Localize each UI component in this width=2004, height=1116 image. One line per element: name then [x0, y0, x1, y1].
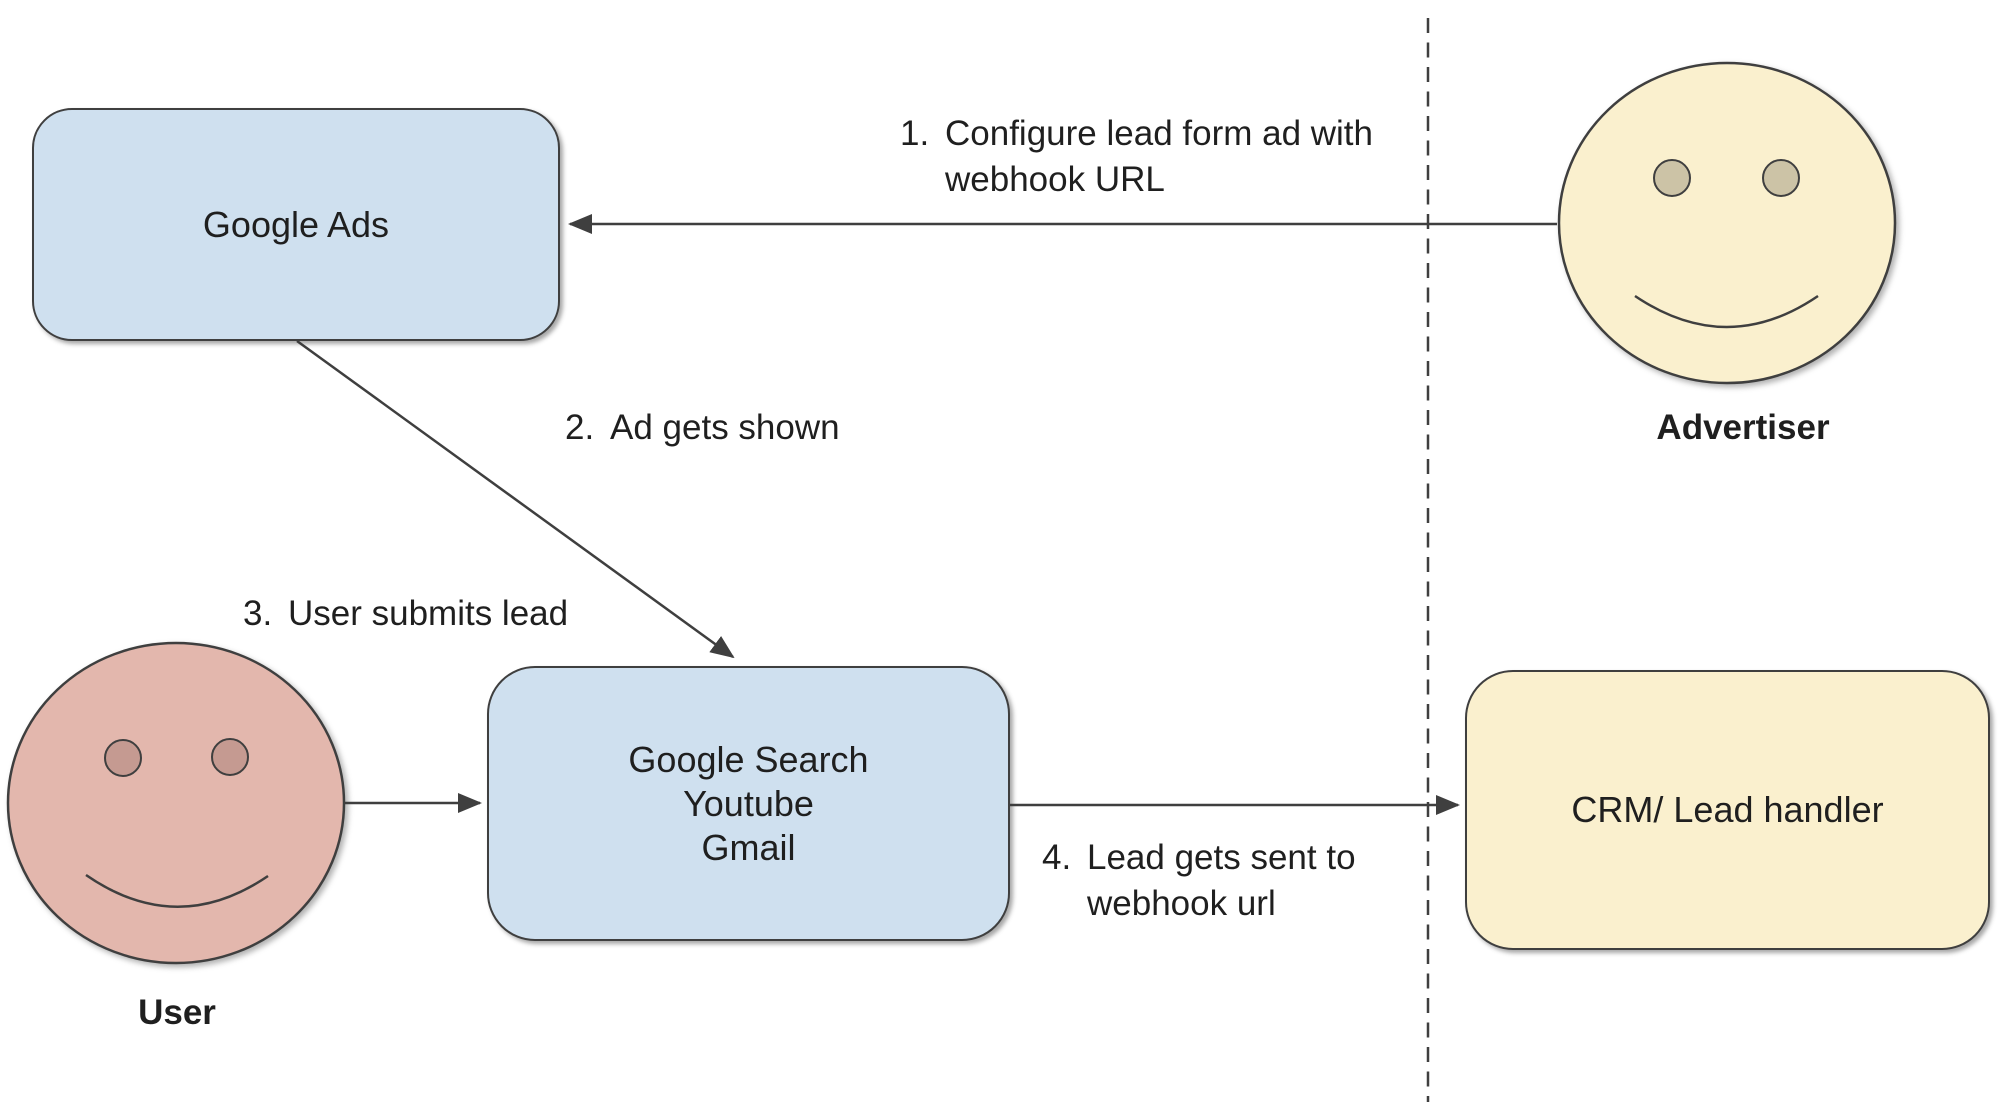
- google-ads-label: Google Ads: [202, 203, 390, 245]
- step-2-label: 2. Ad gets shown: [565, 405, 840, 451]
- step-4-number: 4.: [1042, 838, 1072, 877]
- platforms-line-google-search: Google Search: [628, 738, 869, 780]
- user-left-eye-icon: [104, 739, 142, 777]
- user-head: [6, 641, 346, 965]
- advertiser-right-eye-icon: [1762, 159, 1800, 197]
- advertiser-left-eye-icon: [1653, 159, 1691, 197]
- user-smile-icon: [85, 873, 269, 908]
- advertiser-head: [1557, 61, 1897, 385]
- node-crm-lead-handler: CRM/ Lead handler: [1465, 670, 1990, 950]
- platforms-line-gmail: Gmail: [701, 826, 796, 868]
- node-google-platforms: Google Search Youtube Gmail: [487, 666, 1010, 941]
- step-4-line-2: webhook url: [1087, 884, 1276, 923]
- step-3-label: 3. User submits lead: [243, 591, 568, 637]
- node-google-ads: Google Ads: [32, 108, 560, 341]
- step-2-text: Ad gets shown: [610, 408, 840, 447]
- arrow-ad-gets-shown: [296, 339, 735, 659]
- step-1-line-2: webhook URL: [945, 160, 1165, 199]
- step-2-number: 2.: [565, 408, 595, 447]
- crm-label: CRM/ Lead handler: [1571, 789, 1884, 830]
- user-label: User: [138, 993, 216, 1032]
- step-1-text: Configure lead form ad with webhook URL: [945, 111, 1373, 203]
- user-face: [6, 641, 346, 965]
- step-4-line-1: Lead gets sent to: [1087, 838, 1356, 877]
- advertiser-smile-icon: [1634, 294, 1819, 329]
- step-3-text: User submits lead: [288, 594, 569, 633]
- step-4-text: Lead gets sent to webhook url: [1087, 835, 1356, 927]
- advertiser-label: Advertiser: [1656, 408, 1830, 447]
- step-1-number: 1.: [900, 114, 930, 153]
- step-1-line-1: Configure lead form ad with: [945, 114, 1373, 153]
- step-3-number: 3.: [243, 594, 273, 633]
- step-4-label: 4. Lead gets sent to webhook url: [1042, 835, 1356, 927]
- step-1-label: 1. Configure lead form ad with webhook U…: [900, 111, 1373, 203]
- advertiser-face: [1557, 61, 1897, 385]
- user-right-eye-icon: [211, 738, 249, 776]
- platforms-line-youtube: Youtube: [683, 782, 814, 824]
